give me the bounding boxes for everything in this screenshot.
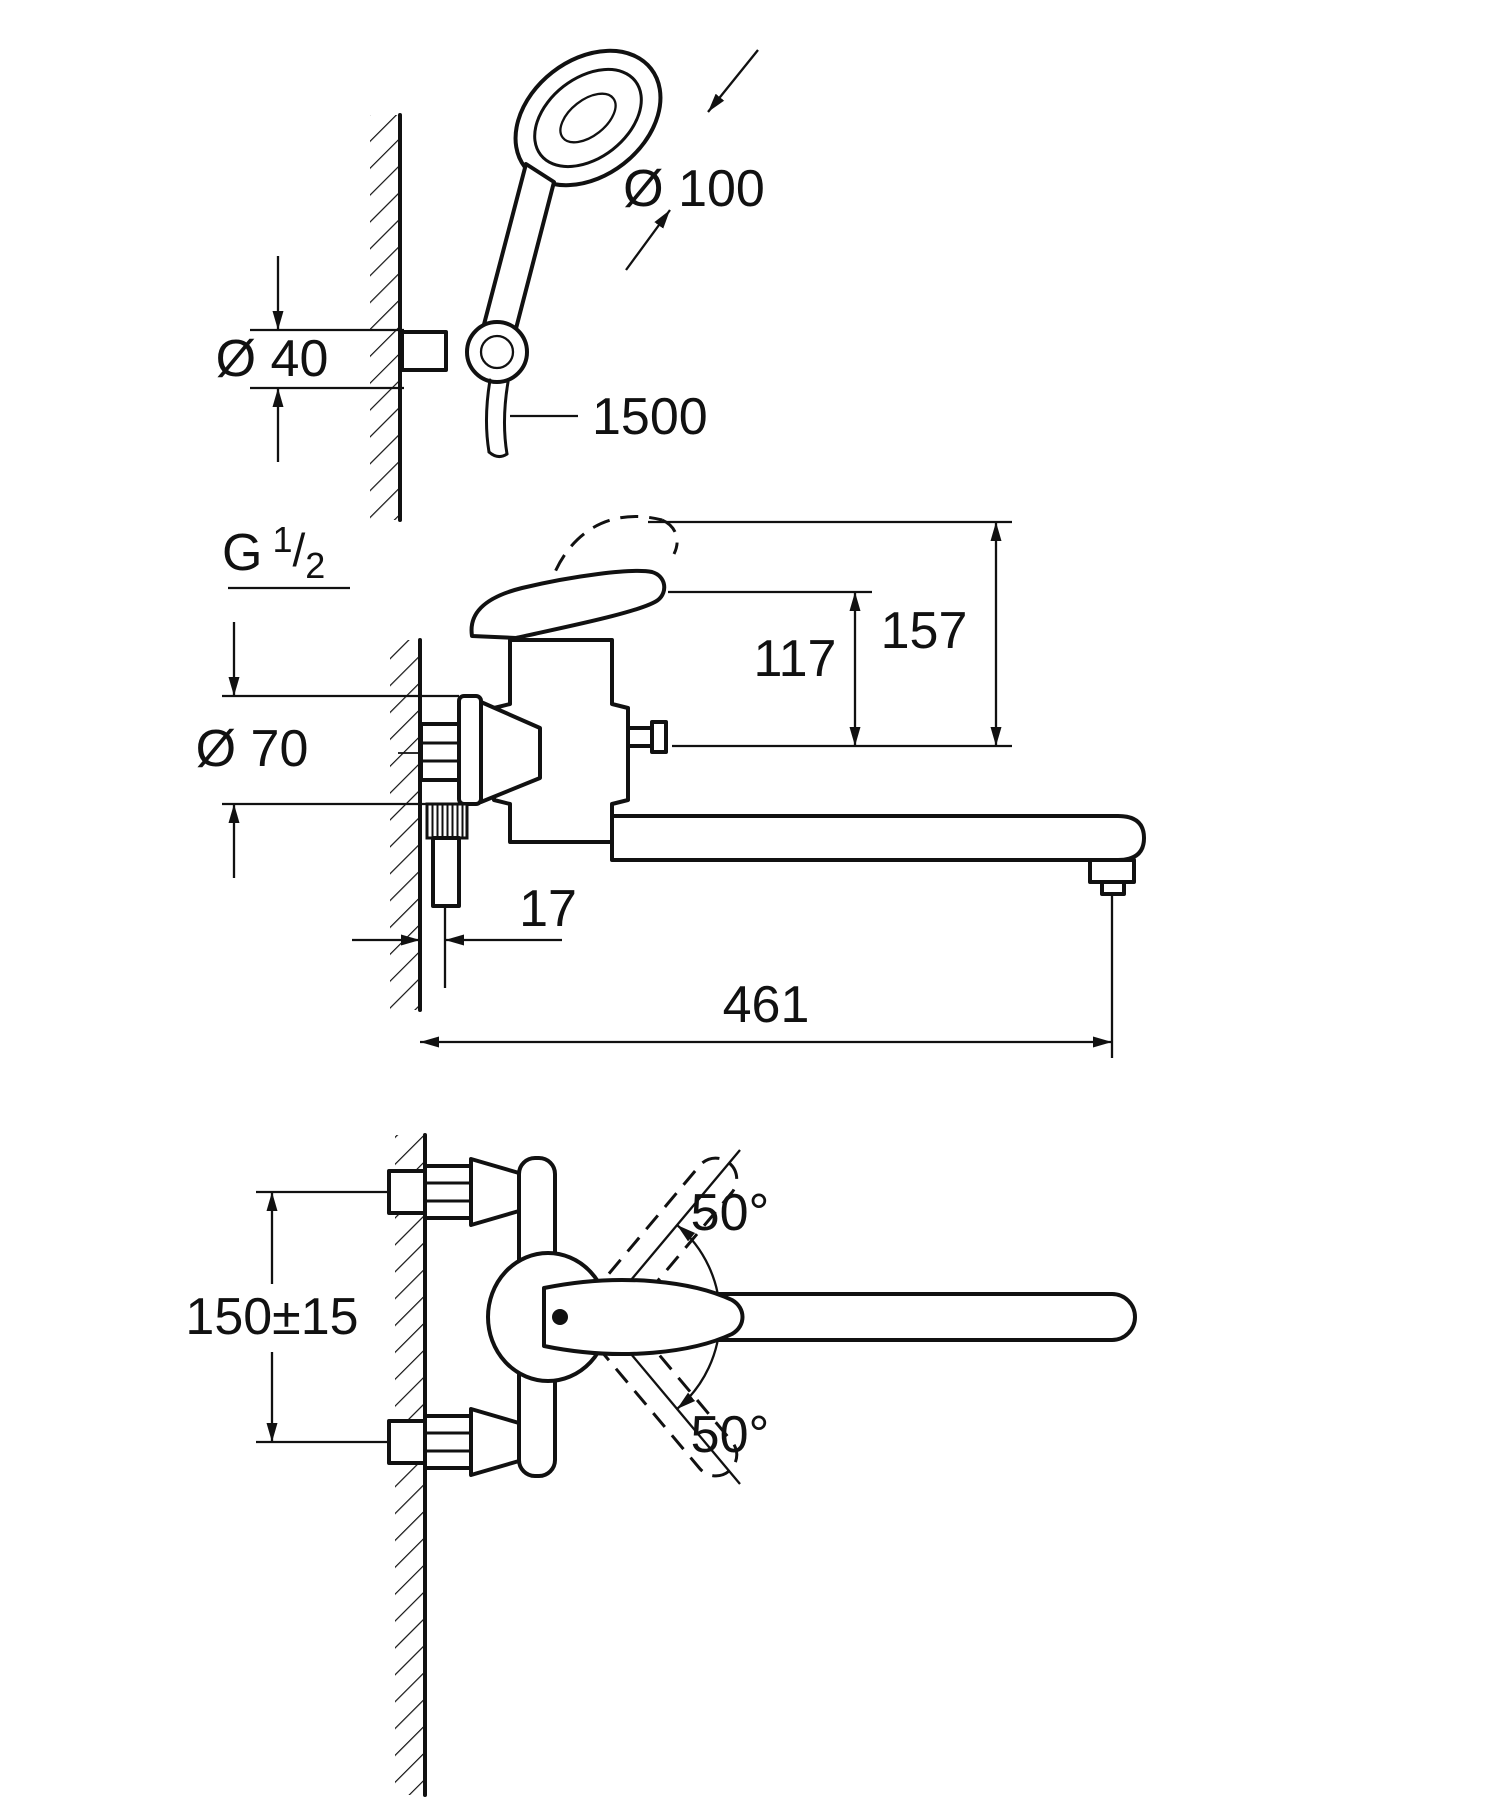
wall-hatching xyxy=(370,115,400,520)
label-lever-height: 117 xyxy=(754,630,837,688)
spout-aerator xyxy=(1088,858,1136,884)
shower-head-face xyxy=(533,67,643,169)
mixer-top-view xyxy=(387,1156,1137,1478)
dim-arrow-lower xyxy=(625,209,671,271)
wall-hatching xyxy=(390,640,420,1010)
dim-hose-length: 1500 xyxy=(510,388,708,446)
label-total-height: 157 xyxy=(881,602,968,660)
supply-stub xyxy=(387,1419,427,1465)
union-cone xyxy=(479,700,542,804)
hand-shower xyxy=(400,48,663,459)
shower-holder-bracket xyxy=(400,330,448,372)
lever-raised-dashed-tip xyxy=(661,518,679,555)
lever-top-view xyxy=(542,1277,745,1357)
hose-connection-knurled-nut xyxy=(425,802,469,840)
dim-total-height: 157 xyxy=(648,520,1012,748)
label-head-diameter: Ø 100 xyxy=(623,160,765,218)
shower-holder-clamp-inner xyxy=(479,334,515,370)
shower-handle xyxy=(480,162,556,346)
dim-rosette-diameter: Ø 70 xyxy=(196,622,459,878)
spout-tube xyxy=(610,814,1146,862)
spout-dashed-outline xyxy=(589,1156,739,1324)
shower-holder-clamp xyxy=(465,320,529,384)
mixer-lever xyxy=(469,568,667,640)
dim-spout-reach: 461 xyxy=(420,896,1114,1058)
dim-arrow-upper xyxy=(707,49,759,113)
dim-wall-offset: 17 xyxy=(352,880,577,988)
union-hex-nut xyxy=(419,722,461,782)
wall-section-top xyxy=(370,113,402,522)
shower-hose-left-edge xyxy=(484,378,492,454)
thread-denominator: 2 xyxy=(305,545,325,586)
thread-letter: G xyxy=(222,524,262,582)
label-mount-distance: 150±15 xyxy=(185,1288,358,1346)
shower-hose-end xyxy=(487,450,509,459)
union-cone xyxy=(469,1407,521,1477)
spout-swivel-position-down xyxy=(589,1310,739,1478)
union-hex-nut xyxy=(423,1164,473,1220)
spout-swivel-position-up xyxy=(589,1156,739,1324)
diverter-knob-stem xyxy=(626,726,654,748)
union-hex-nut xyxy=(423,1414,473,1470)
mixer-side-view xyxy=(398,515,1146,908)
dim-holder-diameter: Ø 40 xyxy=(216,256,404,462)
spout-dashed-outline xyxy=(589,1310,739,1478)
shower-outlet-pipe xyxy=(431,836,461,908)
label-wall-offset: 17 xyxy=(519,880,577,938)
spout-nozzle xyxy=(1100,880,1126,896)
label-swivel-down: 50° xyxy=(691,1406,770,1464)
label-holder-diameter: Ø 40 xyxy=(216,330,329,388)
label-rosette-diameter: Ø 70 xyxy=(196,720,309,778)
lever-pivot-dot xyxy=(552,1309,568,1325)
shower-head-spray-ring xyxy=(559,92,617,144)
wall-rosette xyxy=(457,694,483,806)
thread-slash: / xyxy=(292,524,305,576)
union-cone xyxy=(469,1157,521,1227)
thread-numerator: 1 xyxy=(272,519,292,560)
supply-stub xyxy=(387,1169,427,1215)
dim-head-diameter: Ø 100 xyxy=(623,49,765,271)
dim-lever-height: 117 xyxy=(668,590,872,746)
dim-mount-distance: 150±15 xyxy=(185,1190,394,1444)
diverter-knob-cap xyxy=(650,720,668,754)
shower-hose-right-edge xyxy=(502,380,510,456)
label-spout-reach: 461 xyxy=(723,976,810,1034)
label-hose-length: 1500 xyxy=(592,388,708,446)
wall-section-middle xyxy=(390,638,422,1012)
